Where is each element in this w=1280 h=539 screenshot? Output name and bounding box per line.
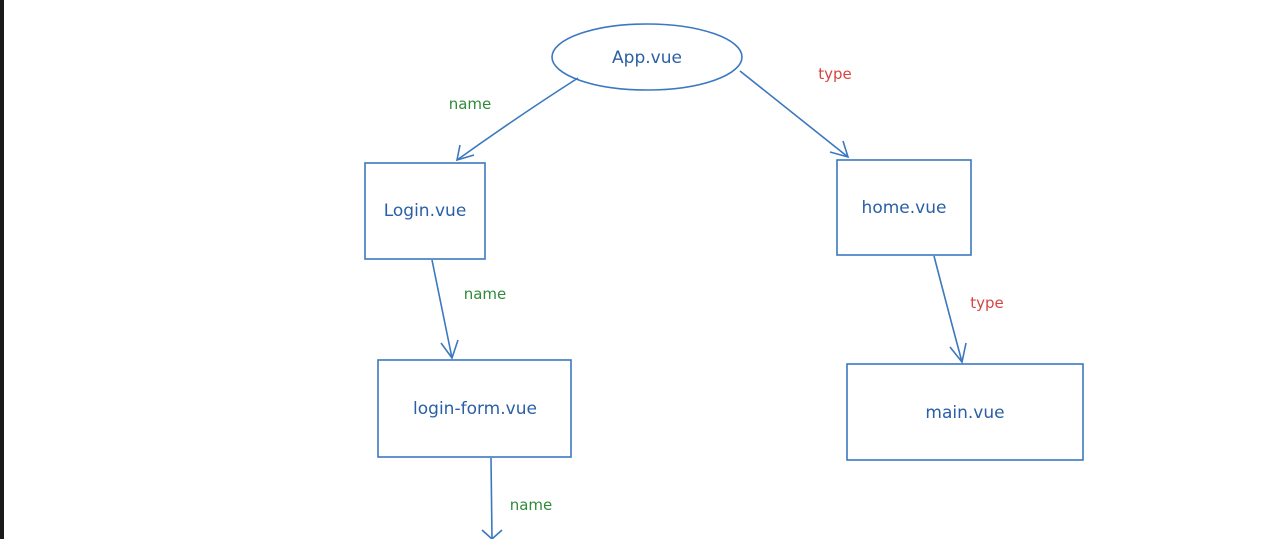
edge-label-login-loginform: name [464,285,507,303]
edge-login-form-down [481,457,503,539]
node-home-label: home.vue [862,198,947,218]
node-login-form[interactable]: login-form.vue [377,359,572,458]
node-app-label: App.vue [612,48,682,68]
node-main[interactable]: main.vue [846,363,1084,461]
edge-label-loginform-down: name [510,496,553,514]
edge-label-home-main: type [970,294,1004,312]
edge-label-app-login: name [449,95,492,113]
node-login-label: Login.vue [384,201,467,221]
node-login[interactable]: Login.vue [364,162,486,260]
edge-label-app-home: type [818,65,852,83]
edge-login-to-login-form [431,259,459,360]
node-home[interactable]: home.vue [836,159,972,256]
window-edge [0,0,4,539]
edge-app-to-login [455,77,579,162]
edge-home-to-main [933,255,967,364]
node-main-label: main.vue [925,403,1004,423]
edge-app-to-home [739,70,850,159]
node-app[interactable]: App.vue [551,23,743,91]
node-login-form-label: login-form.vue [413,399,537,419]
